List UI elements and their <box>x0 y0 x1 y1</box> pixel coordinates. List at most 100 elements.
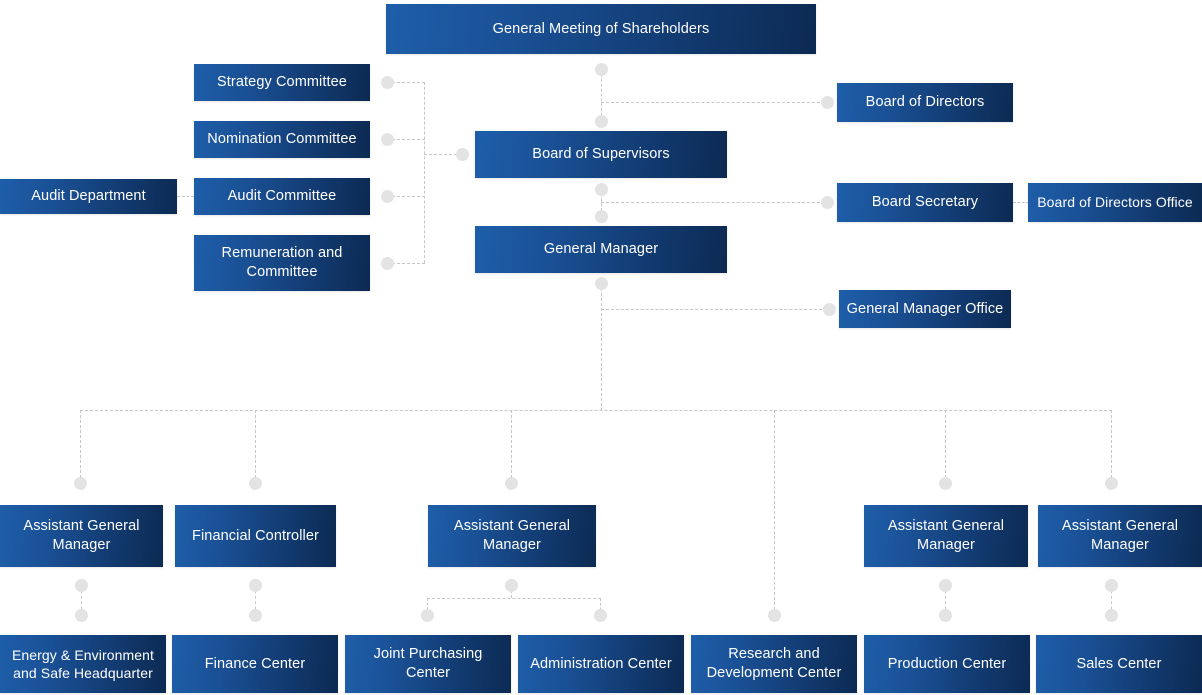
connector-dot-committee-4 <box>380 256 394 270</box>
connector-agm5-to-center <box>1111 585 1112 615</box>
connector-drop-4 <box>945 410 946 483</box>
node-label: Audit Department <box>31 188 146 205</box>
connector-dot-committee-3 <box>380 189 394 203</box>
connector-dot-center2-top <box>248 608 262 622</box>
connector-dot-gm-bottom <box>594 114 608 128</box>
connector-main-bus <box>80 410 1112 411</box>
node-label: Financial Controller <box>192 527 319 544</box>
connector-dot-supervisors-bottom <box>594 182 608 196</box>
connector-dot-center4-top <box>593 608 607 622</box>
connector-dot-board-of-directors <box>820 95 834 109</box>
node-board-of-supervisors[interactable]: Board of Supervisors <box>475 131 727 178</box>
node-assistant-general-manager-4[interactable]: Assistant General Manager <box>1038 505 1202 567</box>
connector-committee-4 <box>387 263 425 264</box>
node-audit-department[interactable]: Audit Department <box>0 179 177 214</box>
connector-to-manager-office <box>601 309 827 310</box>
node-joint-purchasing-center[interactable]: Joint Purchasing Center <box>345 635 511 693</box>
node-label: Audit Committee <box>227 188 337 205</box>
connector-agm1-to-center <box>81 585 82 615</box>
connector-drop-1 <box>80 410 81 483</box>
node-financial-controller[interactable]: Financial Controller <box>175 505 336 567</box>
connector-manager-main-vertical <box>601 283 602 411</box>
connector-audit-department <box>177 196 194 197</box>
connector-dot-drop-5 <box>1104 476 1118 490</box>
connector-agm3-left-drop <box>427 598 428 615</box>
node-label: Energy & Environment and Safe Headquarte… <box>11 646 155 681</box>
connector-dot-rnd <box>767 608 781 622</box>
node-label: General Manager Office <box>846 300 1004 317</box>
node-general-manager[interactable]: General Manager <box>475 226 727 273</box>
connector-dot-center7-top <box>1104 608 1118 622</box>
connector-committee-2 <box>387 139 425 140</box>
connector-dot-manager-top <box>594 209 608 223</box>
connector-secretary-to-office <box>1013 202 1029 203</box>
node-production-center[interactable]: Production Center <box>864 635 1030 693</box>
connector-dot-manager-office <box>822 302 836 316</box>
connector-dot-agm5-bottom <box>1104 578 1118 592</box>
node-label: Sales Center <box>1076 655 1162 672</box>
node-board-secretary[interactable]: Board Secretary <box>837 183 1013 222</box>
node-board-of-directors-office[interactable]: Board of Directors Office <box>1028 183 1202 222</box>
node-assistant-general-manager-2[interactable]: Assistant General Manager <box>428 505 596 567</box>
connector-to-board-secretary <box>601 202 825 203</box>
node-label: General Meeting of Shareholders <box>492 20 710 37</box>
node-label: General Manager <box>543 241 659 258</box>
connector-dot-drop-3 <box>504 476 518 490</box>
node-label: Assistant General Manager <box>23 518 140 553</box>
node-administration-center[interactable]: Administration Center <box>518 635 684 693</box>
connector-dot-committee-1 <box>380 75 394 89</box>
connector-agm3-bus <box>427 598 601 599</box>
connector-dot-agm3-bottom <box>504 578 518 592</box>
node-board-of-directors[interactable]: Board of Directors <box>837 83 1013 122</box>
connector-dot-board-secretary <box>820 195 834 209</box>
node-sales-center[interactable]: Sales Center <box>1036 635 1202 693</box>
node-remuneration-and-committee[interactable]: Remuneration and Committee <box>194 235 370 291</box>
connector-dot-agm4-bottom <box>938 578 952 592</box>
connector-dot-drop-4 <box>938 476 952 490</box>
node-energy-environment-safe-headquarter[interactable]: Energy & Environment and Safe Headquarte… <box>0 635 166 693</box>
node-finance-center[interactable]: Finance Center <box>172 635 338 693</box>
node-label: Remuneration and Committee <box>221 245 343 280</box>
node-label: Board of Supervisors <box>532 146 670 163</box>
connector-drop-2 <box>255 410 256 483</box>
node-label: Board Secretary <box>871 194 979 211</box>
connector-agm3-right-drop <box>600 598 601 615</box>
connector-dot-drop-1 <box>73 476 87 490</box>
connector-committee-bus-to-supervisors <box>424 154 462 155</box>
connector-fc-to-center <box>255 585 256 615</box>
node-general-meeting-of-shareholders[interactable]: General Meeting of Shareholders <box>386 4 816 54</box>
connector-dot-drop-2 <box>248 476 262 490</box>
node-label: Strategy Committee <box>217 74 347 91</box>
connector-agm4-to-center <box>945 585 946 615</box>
connector-dot-committee-2 <box>380 132 394 146</box>
connector-drop-3 <box>511 410 512 483</box>
node-nomination-committee[interactable]: Nomination Committee <box>194 121 370 158</box>
node-audit-committee[interactable]: Audit Committee <box>194 178 370 215</box>
connector-dot-center3-top <box>420 608 434 622</box>
node-research-and-development-center[interactable]: Research and Development Center <box>691 635 857 693</box>
connector-committee-bus <box>424 82 425 263</box>
node-label: Assistant General Manager <box>453 518 571 553</box>
node-strategy-committee[interactable]: Strategy Committee <box>194 64 370 101</box>
connector-dot-fc-bottom <box>248 578 262 592</box>
connector-dot-center6-top <box>938 608 952 622</box>
connector-drop-5 <box>1111 410 1112 483</box>
node-label: Nomination Committee <box>207 131 357 148</box>
connector-dot-center1-top <box>74 608 88 622</box>
node-general-manager-office[interactable]: General Manager Office <box>839 290 1011 328</box>
connector-gm-vertical <box>601 69 602 121</box>
node-assistant-general-manager-3[interactable]: Assistant General Manager <box>864 505 1028 567</box>
connector-drop-rnd <box>774 410 775 615</box>
connector-agm3-stem <box>511 585 512 598</box>
node-assistant-general-manager-1[interactable]: Assistant General Manager <box>0 505 163 567</box>
node-label: Finance Center <box>204 655 306 672</box>
connector-dot-gm-top <box>594 62 608 76</box>
node-label: Research and Development Center <box>706 646 842 681</box>
node-label: Joint Purchasing Center <box>373 646 483 681</box>
node-label: Assistant General Manager <box>887 518 1005 553</box>
connector-committee-3 <box>387 196 425 197</box>
connector-dot-manager-bottom <box>594 276 608 290</box>
node-label: Assistant General Manager <box>1061 518 1179 553</box>
connector-dot-agm1-bottom <box>74 578 88 592</box>
